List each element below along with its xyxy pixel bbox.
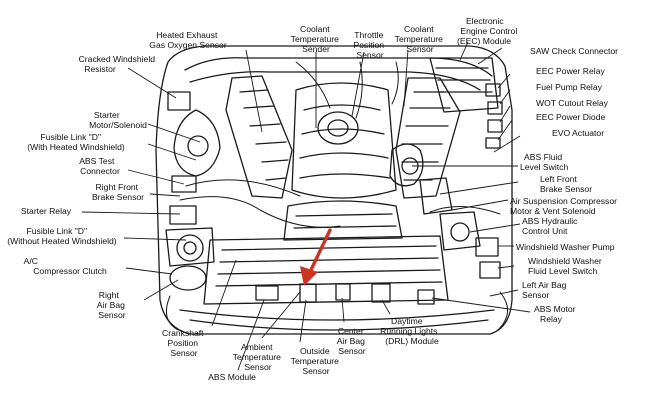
- label-coolant-sensor: Coolant Temperature Sensor: [395, 24, 446, 54]
- label-coolant-sender: Coolant Temperature Sender: [291, 24, 342, 54]
- label-washer-pump: Windshield Washer Pump: [516, 242, 615, 252]
- label-fuel-pump-relay: Fuel Pump Relay: [536, 82, 603, 92]
- highlight-arrow: [300, 228, 332, 286]
- label-eec-module: Electronic Engine Control (EEC) Module: [457, 16, 520, 46]
- engine-outline: [155, 45, 513, 335]
- label-starter-motor: Starter Motor/Solenoid: [89, 110, 147, 130]
- label-center-air-bag: Center Air Bag Sensor: [337, 326, 368, 356]
- label-ambient-temp: Ambient Temperature Sensor: [233, 342, 284, 372]
- label-right-front-brake: Right Front Brake Sensor: [92, 182, 144, 202]
- label-left-air-bag: Left Air Bag Sensor: [522, 280, 569, 300]
- label-heated-exhaust: Heated Exhaust Gas Oxygen Sensor: [149, 30, 227, 50]
- label-saw-check: SAW Check Connector: [530, 46, 618, 56]
- leader-lines: [81, 41, 531, 371]
- label-fusible-link-with: Fusible Link "D" (With Heated Windshield…: [27, 132, 125, 152]
- label-outside-temp: Outside Temperature Sensor: [291, 346, 342, 376]
- label-abs-test: ABS Test Connector: [79, 156, 120, 176]
- label-eec-power-diode: EEC Power Diode: [536, 112, 605, 122]
- label-wot-cutout: WOT Cutout Relay: [536, 98, 609, 108]
- label-eec-power-relay: EEC Power Relay: [536, 66, 605, 76]
- label-washer-fluid: Windshield Washer Fluid Level Switch: [528, 256, 604, 276]
- label-abs-motor-relay: ABS Motor Relay: [534, 304, 578, 324]
- label-right-air-bag: Right Air Bag Sensor: [97, 290, 128, 320]
- label-abs-hydraulic: ABS Hydraulic Control Unit: [522, 216, 580, 236]
- label-abs-module: ABS Module: [208, 372, 256, 382]
- callout-labels: Heated Exhaust Gas Oxygen Sensor Cracked…: [7, 16, 619, 382]
- label-ac-clutch: A/C Compressor Clutch: [24, 256, 107, 276]
- label-starter-relay: Starter Relay: [21, 206, 72, 216]
- label-throttle: Throttle Position Sensor: [354, 30, 387, 60]
- label-drl: Daytime Running Lights (DRL) Module: [380, 316, 440, 346]
- label-air-suspension: Air Suspension Compressor Motor & Vent S…: [510, 196, 619, 216]
- label-evo-actuator: EVO Actuator: [552, 128, 604, 138]
- label-fusible-link-without: Fusible Link "D" (Without Heated Windshi…: [7, 226, 117, 246]
- label-cracked-windshield: Cracked Windshield Resistor: [79, 54, 158, 74]
- label-abs-fluid: ABS Fluid Level Switch: [520, 152, 568, 172]
- label-crankshaft: Crankshaft Position Sensor: [162, 328, 206, 358]
- label-left-front-brake: Left Front Brake Sensor: [540, 174, 592, 194]
